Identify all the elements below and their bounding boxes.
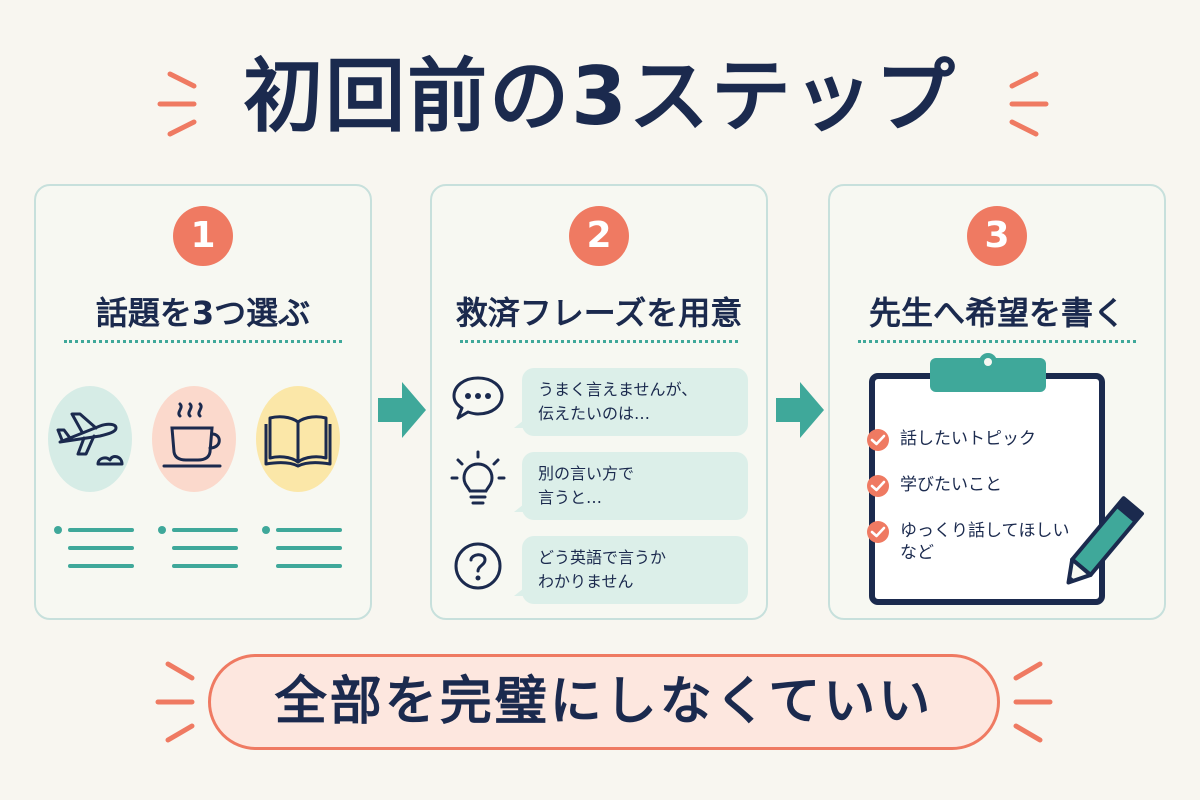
phrase-bubble: 別の言い方で 言うと… (514, 452, 748, 520)
topic-circle-travel (48, 386, 132, 492)
check-circle-icon (867, 521, 889, 543)
step-title: 話題を3つ選ぶ (95, 294, 311, 332)
lightbulb-icon (450, 450, 506, 505)
footer-burst-right (1013, 661, 1053, 743)
step-card-3: 3 先生へ希望を書く 話したいトピック 学びたいこと ゆっくり話してほしい など (828, 184, 1166, 620)
footer-message: 全部を完璧にしなくていい (208, 654, 1000, 750)
step-card-1: 1 話題を3つ選ぶ (34, 184, 372, 620)
open-book-icon (264, 415, 332, 468)
speech-bubble-icon (452, 376, 504, 420)
arrow-right-icon (378, 382, 426, 438)
page-title: 初回前の3ステップ (243, 50, 957, 143)
phrase-bubble: どう英語で言うか わかりません (514, 536, 748, 604)
step-title: 先生へ希望を書く (868, 294, 1125, 332)
checklist-item: 学びたいこと (867, 474, 1002, 497)
dotted-divider (64, 340, 342, 343)
arrow-right-icon (776, 382, 824, 438)
title-burst-left (157, 71, 197, 137)
coffee-cup-icon (162, 402, 222, 468)
step-card-2: 2 救済フレーズを用意 うまく言えませんが、 伝えたいのは… 別の言い方で 言う… (430, 184, 768, 620)
checklist-item: 話したいトピック (867, 428, 1036, 451)
step-number: 2 (569, 206, 629, 266)
step-number: 3 (967, 206, 1027, 266)
airplane-icon (56, 412, 124, 466)
step-number: 1 (173, 206, 233, 266)
phrase-line: 別の言い方で (538, 464, 635, 483)
check-circle-icon (867, 429, 889, 451)
phrase-line: わかりません (538, 572, 634, 591)
topic-circle-coffee (152, 386, 236, 492)
topic-lines-3 (262, 526, 342, 568)
phrase-line: うまく言えませんが、 (538, 380, 698, 399)
footer-burst-left (155, 661, 195, 743)
topic-lines-2 (158, 526, 238, 568)
topic-circle-book (256, 386, 340, 492)
topic-lines-1 (54, 526, 134, 568)
phrase-line: 伝えたいのは… (538, 404, 651, 423)
checklist-item: ゆっくり話してほしい など (867, 520, 1070, 564)
phrase-line: 言うと… (538, 488, 603, 507)
phrase-line: どう英語で言うか (538, 548, 667, 567)
dotted-divider (858, 340, 1136, 343)
title-burst-right (1009, 71, 1049, 137)
question-icon (454, 542, 502, 590)
dotted-divider (460, 340, 738, 343)
check-circle-icon (867, 475, 889, 497)
pencil-icon (1066, 496, 1144, 585)
step-title: 救済フレーズを用意 (455, 294, 743, 332)
phrase-bubble: うまく言えませんが、 伝えたいのは… (514, 368, 748, 436)
